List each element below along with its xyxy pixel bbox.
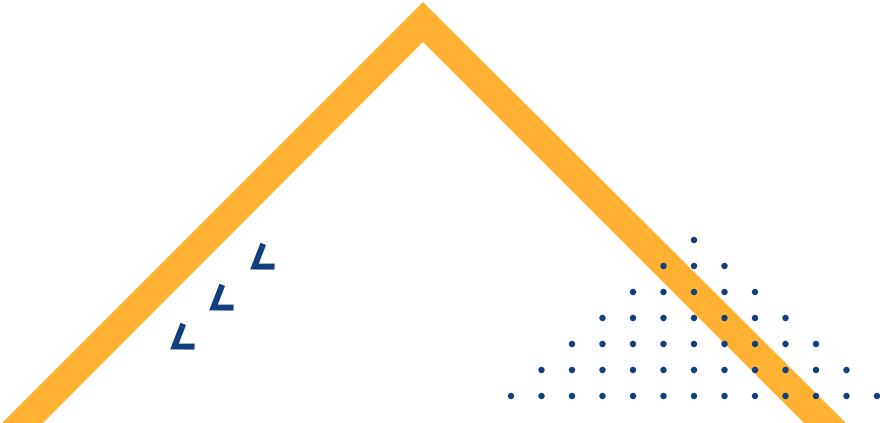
dot xyxy=(660,262,667,270)
dot xyxy=(690,366,698,374)
dot xyxy=(873,392,880,400)
dot xyxy=(751,392,759,400)
dot xyxy=(690,314,698,322)
dot xyxy=(690,262,698,270)
dot xyxy=(507,392,515,400)
dot-pattern xyxy=(507,236,880,400)
dot xyxy=(721,262,728,270)
dot xyxy=(721,366,728,374)
dot xyxy=(629,392,637,400)
chevron-left-icon xyxy=(170,322,195,350)
dot xyxy=(629,340,637,348)
dot xyxy=(629,288,637,296)
roof-outline-icon xyxy=(2,2,846,423)
dot xyxy=(568,366,576,374)
dot xyxy=(568,392,576,400)
chevron-group xyxy=(170,242,275,350)
dot xyxy=(751,288,759,296)
dot xyxy=(721,340,728,348)
dot xyxy=(751,340,759,348)
dot xyxy=(660,340,667,348)
dot xyxy=(782,366,789,374)
dot xyxy=(599,392,606,400)
dot xyxy=(690,340,698,348)
dot xyxy=(721,314,728,322)
dot xyxy=(538,366,545,374)
dot xyxy=(660,314,667,322)
dot xyxy=(843,392,850,400)
dot xyxy=(629,366,637,374)
dot xyxy=(751,366,759,374)
dot xyxy=(568,340,576,348)
dot xyxy=(690,236,698,244)
chevron-left-icon xyxy=(209,283,234,311)
dot xyxy=(751,314,759,322)
dot xyxy=(782,314,789,322)
dot xyxy=(721,288,728,296)
dot xyxy=(812,366,820,374)
dot xyxy=(721,392,728,400)
dot xyxy=(843,366,850,374)
dot xyxy=(599,340,606,348)
dot xyxy=(599,314,606,322)
dot xyxy=(782,392,789,400)
dot xyxy=(538,392,545,400)
dot xyxy=(690,288,698,296)
dot xyxy=(782,340,789,348)
dot xyxy=(599,366,606,374)
dot xyxy=(812,340,820,348)
dot xyxy=(812,392,820,400)
chevron-left-icon xyxy=(250,242,275,270)
dot xyxy=(660,288,667,296)
dot xyxy=(629,314,637,322)
dot xyxy=(660,366,667,374)
dot xyxy=(690,392,698,400)
dot xyxy=(660,392,667,400)
